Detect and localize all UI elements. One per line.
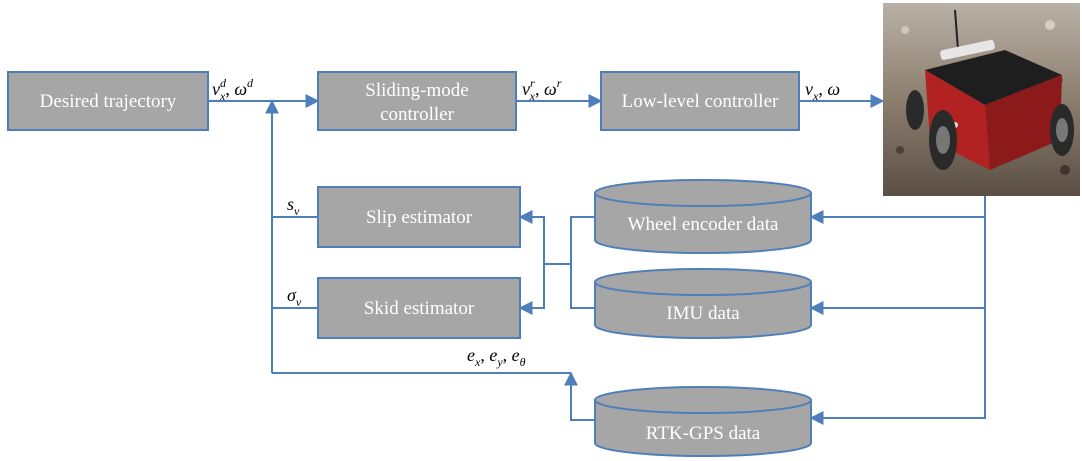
sliding-mode-controller-block: Sliding-mode controller bbox=[317, 71, 517, 131]
slip-estimator-label: Slip estimator bbox=[366, 207, 473, 228]
rtk-gps-label: RTK-GPS data bbox=[646, 423, 761, 444]
desired-trajectory-label: Desired trajectory bbox=[40, 91, 177, 112]
imu-database: IMU data bbox=[594, 268, 812, 339]
low-level-controller-block: Low-level controller bbox=[600, 71, 800, 131]
gps-out bbox=[564, 371, 595, 421]
robot-sensor-bus bbox=[809, 196, 986, 425]
imu-label: IMU data bbox=[666, 303, 740, 324]
skid-estimator-label: Skid estimator bbox=[364, 298, 475, 319]
arrow-to-slip bbox=[518, 210, 545, 264]
slip-estimator-block: Slip estimator bbox=[317, 186, 521, 248]
actual-signal-label: vx, ω bbox=[805, 79, 840, 103]
rtk-gps-database: RTK-GPS data bbox=[594, 386, 812, 457]
desired-trajectory-block: Desired trajectory bbox=[7, 71, 209, 131]
sliding-mode-label-line2: controller bbox=[380, 104, 455, 125]
mobile-robot-photo bbox=[883, 3, 1080, 196]
skid-signal-label: σv bbox=[287, 285, 302, 309]
arrow-to-skid bbox=[518, 264, 545, 315]
wheel-encoder-database: Wheel encoder data bbox=[594, 179, 812, 254]
low-level-label: Low-level controller bbox=[622, 91, 779, 112]
wheel-encoder-label: Wheel encoder data bbox=[628, 214, 779, 235]
wheel-encoder-out bbox=[570, 216, 595, 264]
imu-out bbox=[570, 264, 595, 309]
skid-estimator-block: Skid estimator bbox=[317, 277, 521, 339]
error-signal-label: ex, ey, eθ bbox=[467, 345, 526, 369]
sliding-mode-label-line1: Sliding-mode bbox=[365, 80, 468, 101]
slip-signal-label: sv bbox=[287, 194, 300, 218]
